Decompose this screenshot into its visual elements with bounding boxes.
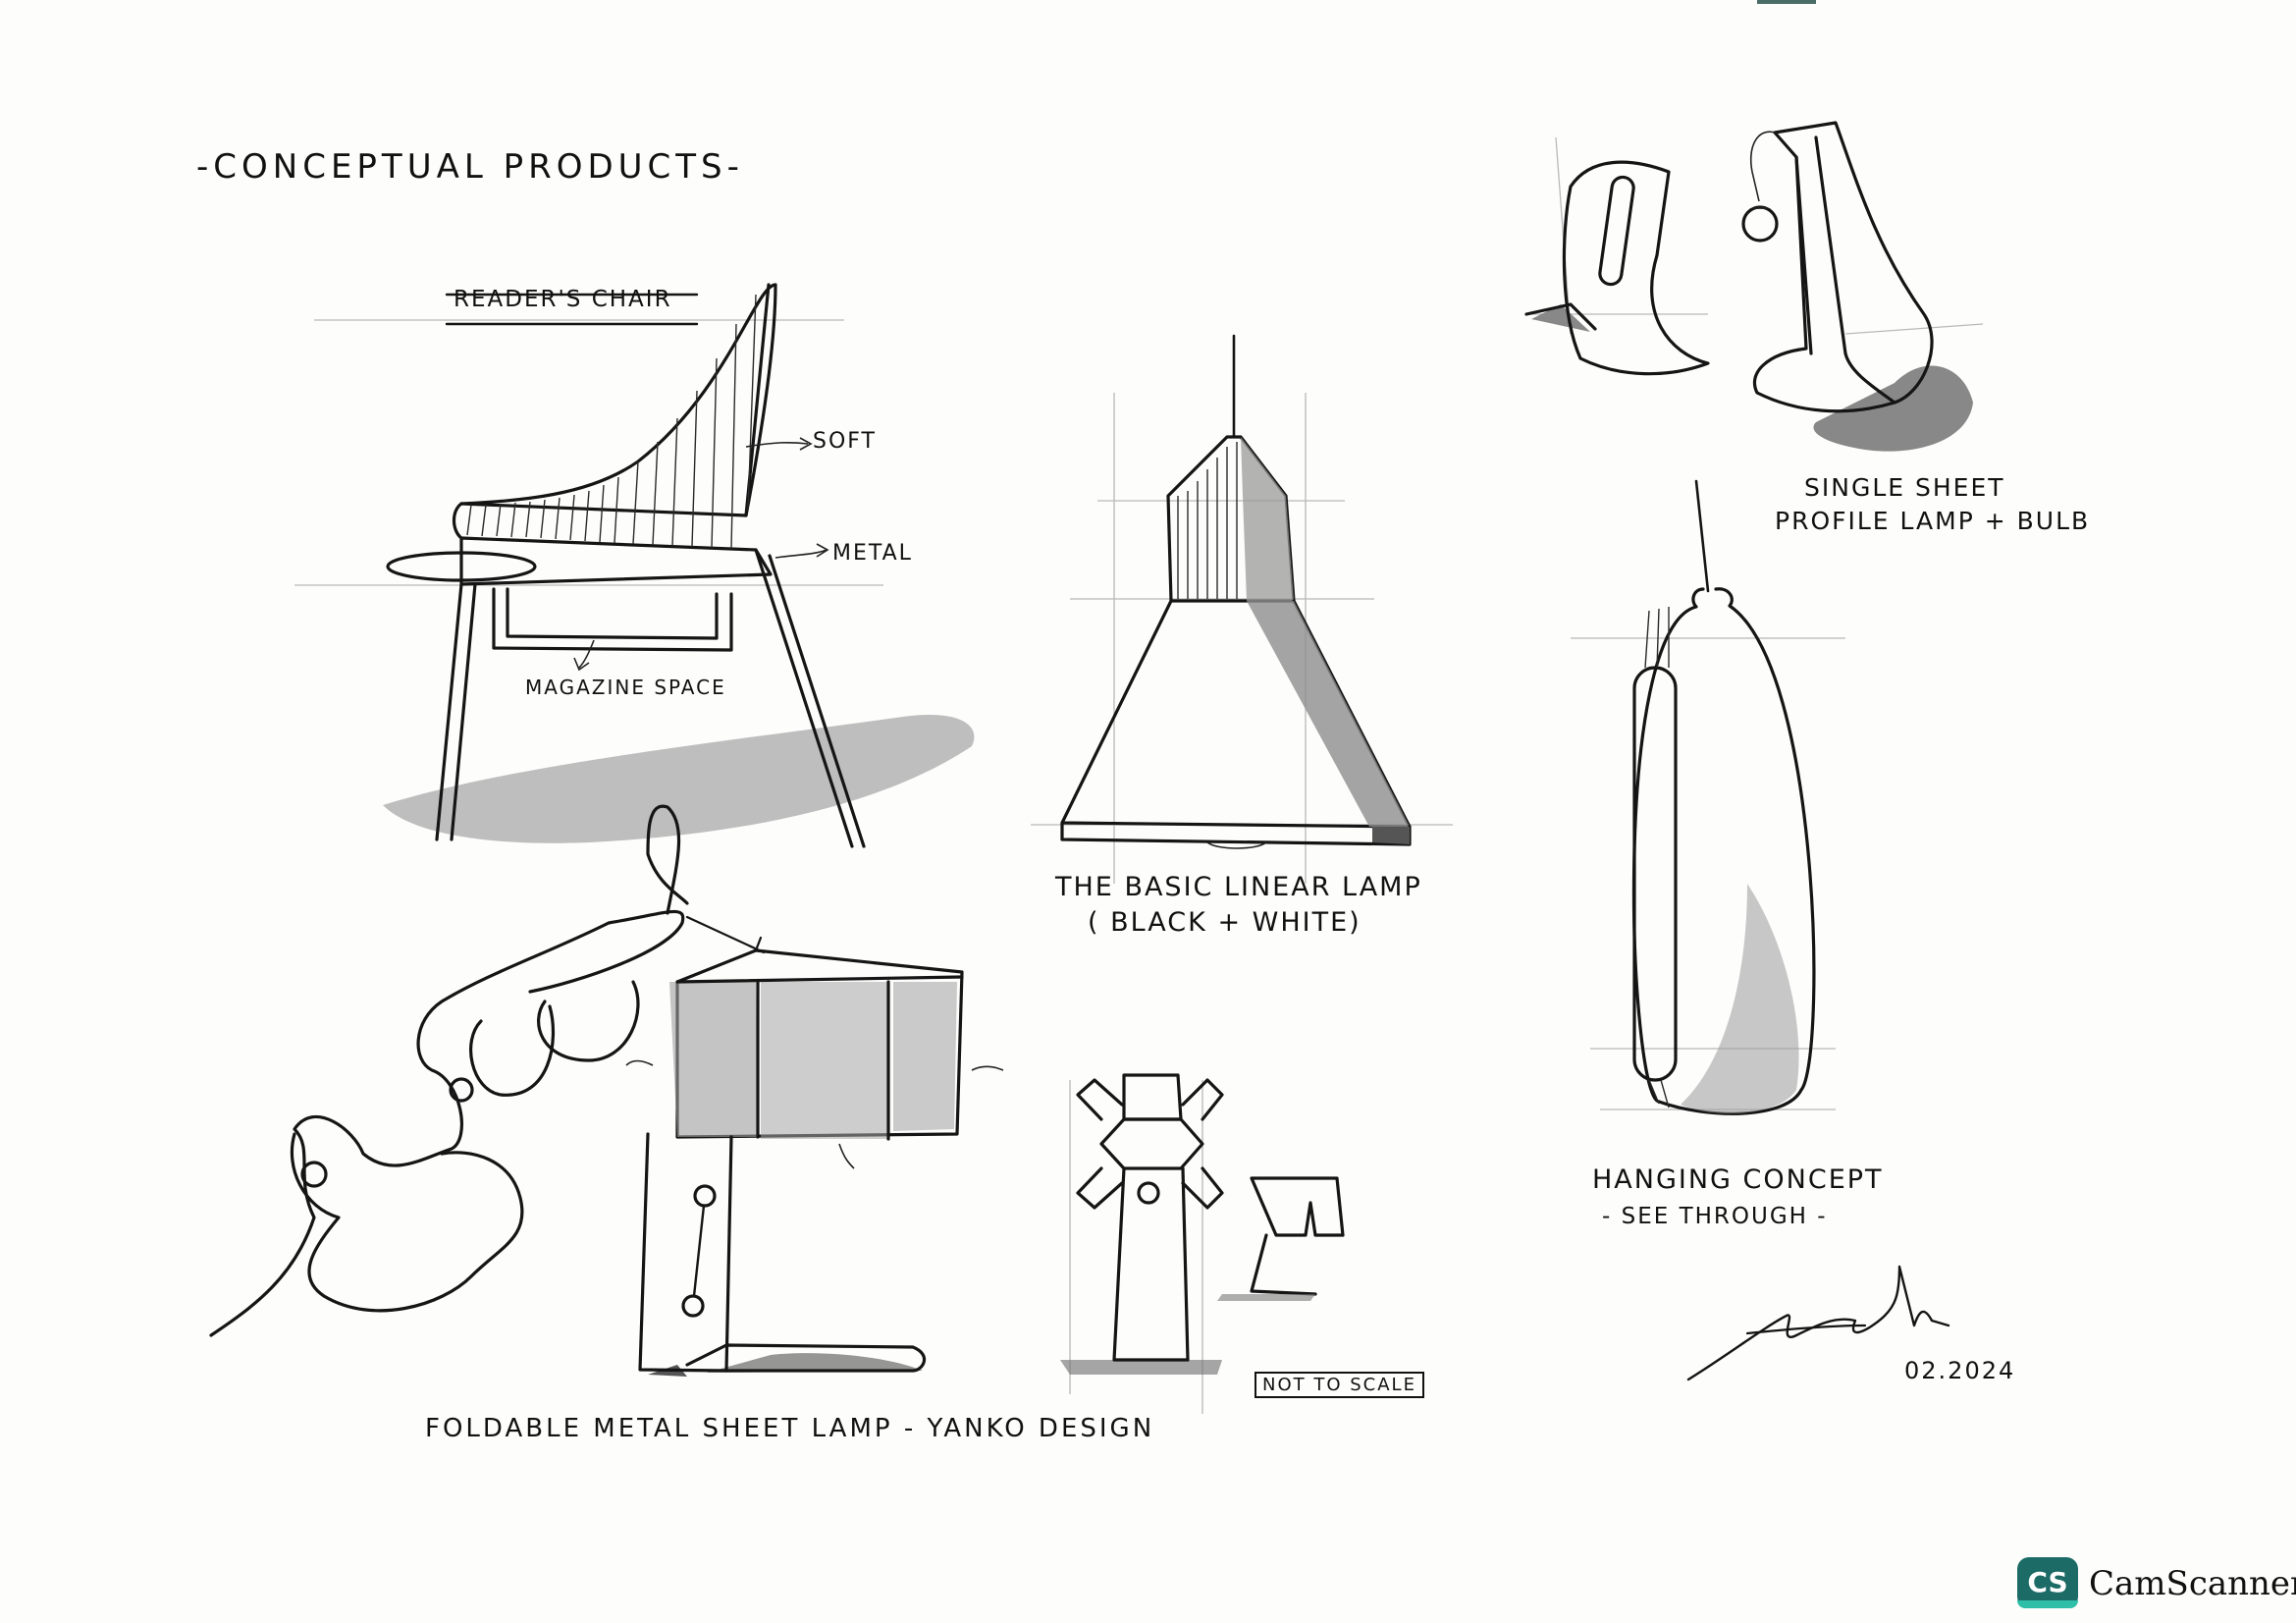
hanging-sublabel: - SEE THROUGH -	[1602, 1204, 1828, 1229]
chair-metal-label: METAL	[832, 541, 913, 566]
signature-sketch	[1686, 1265, 1950, 1381]
flower-lamp-sketch	[1060, 1073, 1224, 1375]
profile-lamp-label: SINGLE SHEET	[1804, 473, 2005, 502]
profile-lamp-sketch	[1524, 121, 1973, 452]
chair-soft-label: SOFT	[813, 429, 877, 454]
camscanner-watermark: CamScanner	[2089, 1564, 2296, 1603]
not-to-scale-label: NOT TO SCALE	[1255, 1372, 1424, 1398]
signature-date: 02.2024	[1904, 1357, 2016, 1384]
foldable-lamp-label: FOLDABLE METAL SHEET LAMP - YANKO DESIGN	[425, 1414, 1155, 1443]
chair-magazine-label: MAGAZINE SPACE	[525, 676, 726, 699]
scan-edge-mark	[1757, 0, 1816, 4]
foldable-lamp-sketch	[209, 804, 1004, 1377]
chair-title: READER'S CHAIR	[454, 287, 672, 312]
camscanner-logo-icon: CS	[2017, 1557, 2078, 1608]
mini-lamp-sketch	[1217, 1176, 1345, 1301]
linear-lamp-sketch	[1060, 334, 1412, 849]
hanging-lamp-sketch	[1631, 479, 1816, 1115]
hanging-label: HANGING CONCEPT	[1592, 1164, 1884, 1195]
linear-lamp-label: THE BASIC LINEAR LAMP	[1055, 872, 1422, 902]
readers-chair-sketch	[383, 283, 975, 848]
profile-lamp-sublabel: PROFILE LAMP + BULB	[1775, 507, 2091, 535]
linear-lamp-sublabel: ( BLACK + WHITE)	[1088, 907, 1362, 938]
page-title: -CONCEPTUAL PRODUCTS-	[196, 147, 744, 187]
